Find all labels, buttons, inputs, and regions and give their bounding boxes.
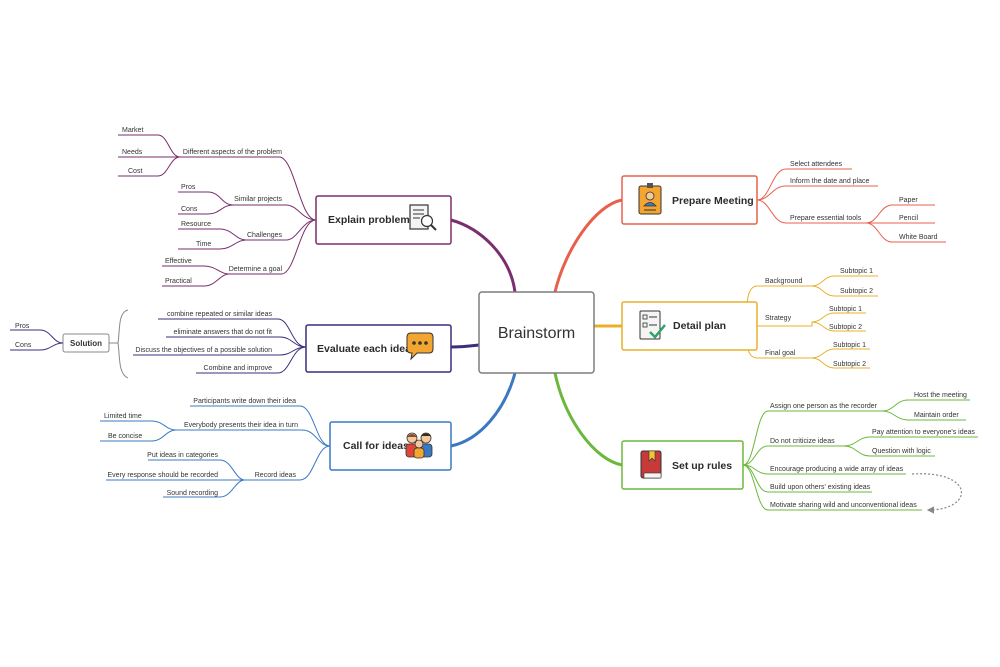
leaf-label: Needs [122, 149, 143, 156]
leaf-label: Discuss the objectives of a possible sol… [135, 347, 272, 354]
subtopic-label: Prepare essential tools [790, 215, 862, 222]
leaf-label: Motivate sharing wild and unconventional… [770, 502, 917, 509]
leaf-label: Select attendees [790, 161, 843, 168]
leaf-label: Sound recording [167, 490, 218, 497]
root-node[interactable]: Brainstorm [478, 291, 595, 374]
leaf-label: White Board [899, 234, 938, 241]
leaf-label: Limited time [104, 413, 142, 420]
leaf-label: Question with logic [872, 448, 931, 455]
leaf-label: Subtopic 1 [840, 268, 873, 275]
leaf-label: Every response should be recorded [107, 472, 218, 479]
subtopic-label: Assign one person as the recorder [770, 403, 878, 410]
set-up-rules-texts: Assign one person as the recorder Host t… [770, 392, 975, 509]
prepare-meeting-texts: Select attendees Inform the date and pla… [790, 161, 938, 241]
node-explain-problem[interactable]: Explain problem [315, 195, 452, 245]
leaf-label: Pay attention to everyone's ideas [872, 429, 975, 436]
summary-bracket [117, 309, 129, 379]
subtopic-label: Determine a goal [229, 266, 283, 273]
connector-root-call [450, 372, 517, 448]
evaluate-each-idea-label: Evaluate each idea [317, 343, 411, 355]
explain-problem-label: Explain problem [328, 214, 410, 226]
id-badge-icon [638, 183, 662, 215]
people-group-icon [405, 432, 433, 459]
leaf-label: Market [122, 127, 143, 134]
node-set-up-rules[interactable]: Set up rules [621, 440, 744, 490]
leaf-label: Participants write down their idea [193, 398, 296, 405]
branch-prepare-meeting [756, 168, 946, 243]
explain-problem-texts: Different aspects of the problem Market … [122, 127, 282, 285]
node-detail-plan[interactable]: Detail plan [621, 301, 758, 351]
connector-root-explain [450, 218, 517, 293]
leaf-label: Host the meeting [914, 392, 967, 399]
solution-label: Solution [70, 339, 102, 348]
subtopic-label: Record ideas [255, 472, 297, 479]
branch-solution [10, 329, 64, 351]
branch-set-up-rules [742, 399, 978, 511]
document-magnifier-icon [409, 204, 437, 231]
connector-root-rules [553, 372, 623, 467]
leaf-label: Subtopic 1 [829, 306, 862, 313]
leaf-label: Subtopic 2 [833, 361, 866, 368]
subtopic-label: Do not criticize ideas [770, 438, 835, 445]
prepare-meeting-label: Prepare Meeting [672, 195, 754, 207]
leaf-label: Effective [165, 258, 192, 265]
leaf-label: Be concise [108, 433, 142, 440]
leaf-label: Subtopic 1 [833, 342, 866, 349]
checklist-icon [639, 310, 666, 340]
leaf-label: Subtopic 2 [840, 288, 873, 295]
connector-root-prepare [553, 198, 623, 293]
leaf-label: Cons [15, 342, 32, 349]
leaf-label: Cons [181, 206, 198, 213]
leaf-label: Cost [128, 168, 142, 175]
leaf-label: Inform the date and place [790, 178, 869, 185]
branch-evaluate-each-idea [133, 318, 307, 374]
subtopic-label: Background [765, 278, 802, 285]
solution-node[interactable]: Solution [62, 333, 110, 353]
node-evaluate-each-idea[interactable]: Evaluate each idea [305, 324, 452, 373]
leaf-label: Paper [899, 197, 918, 204]
rule-book-icon [640, 450, 662, 479]
subtopic-label: Similar projects [234, 196, 282, 203]
subtopic-label: Strategy [765, 315, 792, 322]
leaf-label: Resource [181, 221, 211, 228]
leaf-label: combine repeated or similar ideas [167, 311, 273, 318]
leaf-label: Encourage producing a wide array of idea… [770, 466, 904, 473]
set-up-rules-label: Set up rules [672, 460, 732, 472]
speech-bubble-icon [406, 332, 434, 361]
leaf-label: Practical [165, 278, 192, 285]
subtopic-label: Different aspects of the problem [183, 149, 282, 156]
call-for-ideas-label: Call for ideas [343, 440, 409, 452]
leaf-label: Subtopic 2 [829, 324, 862, 331]
relationship-arrow [911, 473, 963, 514]
subtopic-label: Final goal [765, 350, 796, 357]
connector-root-evaluate [450, 343, 480, 349]
leaf-label: Pros [15, 323, 30, 330]
subtopic-label: Challenges [247, 232, 283, 239]
leaf-label: Combine and improve [204, 365, 273, 372]
subtopic-label: Everybody presents their idea in turn [184, 422, 298, 429]
leaf-label: Build upon others' existing ideas [770, 484, 871, 491]
root-label: Brainstorm [498, 325, 575, 342]
call-for-ideas-texts: Participants write down their idea Every… [104, 398, 298, 497]
branch-explain-problem [118, 134, 317, 287]
detail-plan-label: Detail plan [673, 320, 726, 332]
detail-plan-texts: Background Subtopic 1 Subtopic 2 Strateg… [765, 268, 873, 368]
leaf-label: Pros [181, 184, 196, 191]
leaf-label: Maintain order [914, 412, 959, 419]
branch-call-for-ideas [100, 405, 331, 498]
leaf-label: eliminate answers that do not fit [174, 329, 272, 336]
node-prepare-meeting[interactable]: Prepare Meeting [621, 175, 758, 225]
node-call-for-ideas[interactable]: Call for ideas [329, 421, 452, 471]
evaluate-texts: combine repeated or similar ideas elimin… [135, 311, 272, 372]
leaf-label: Pencil [899, 215, 919, 222]
leaf-label: Time [196, 241, 211, 248]
leaf-label: Put ideas in categories [147, 452, 218, 459]
